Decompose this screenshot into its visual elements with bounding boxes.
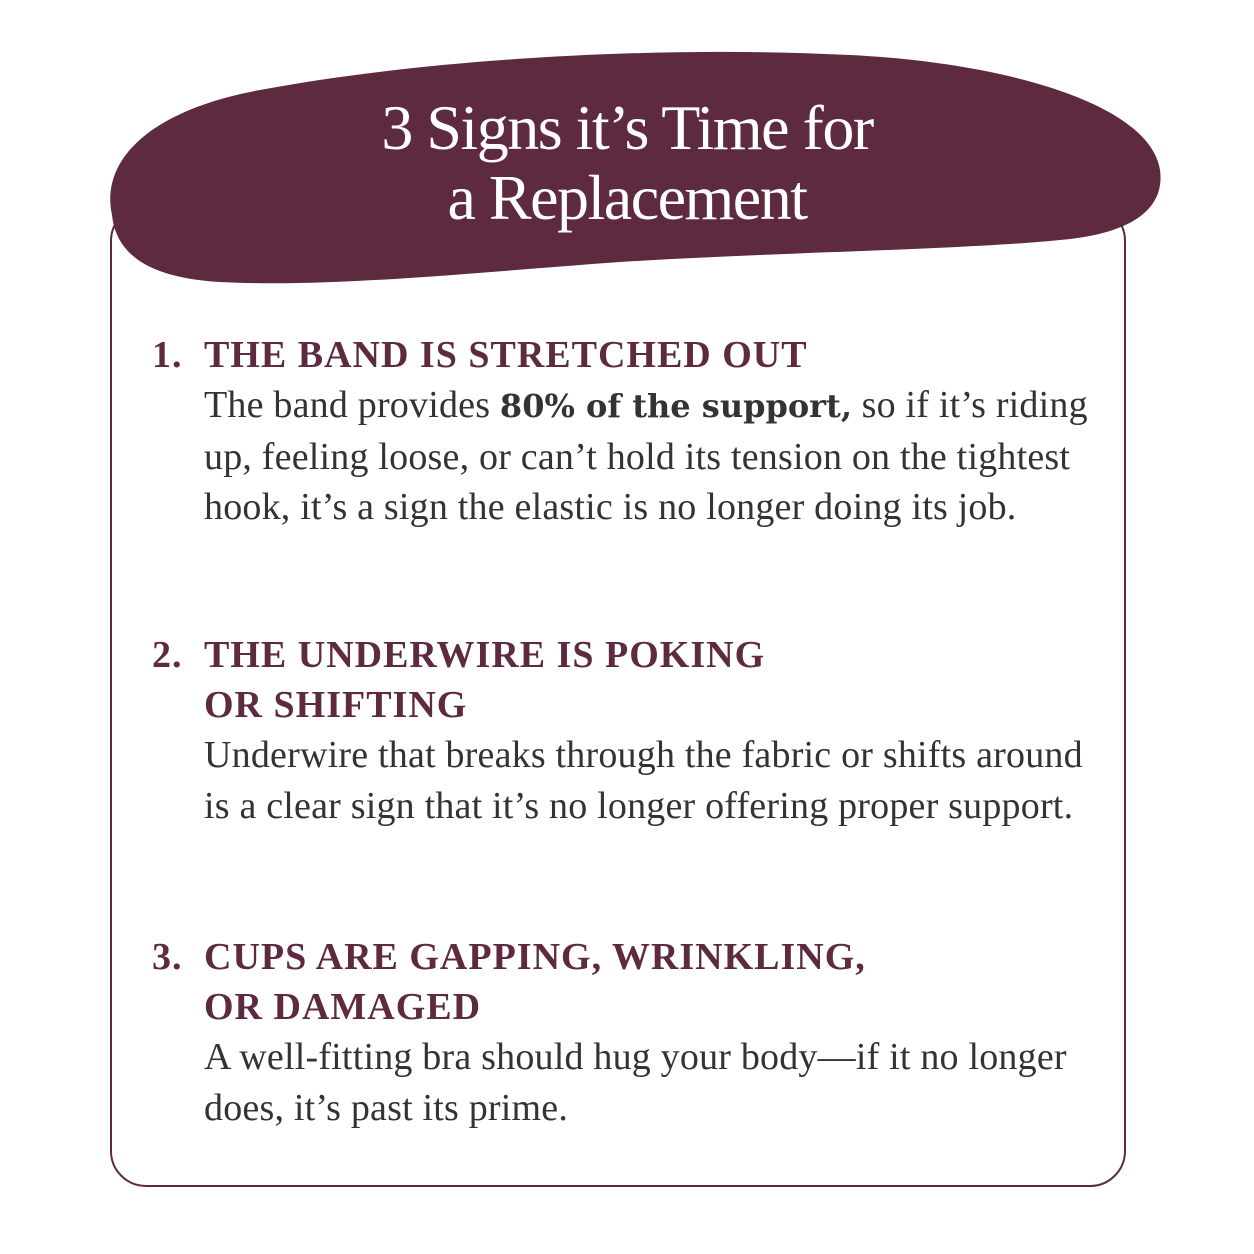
item-title-line: CUPS ARE GAPPING, WRINKLING, [204,936,866,978]
list-item-band: 1. THE BAND IS STRETCHED OUT The band pr… [152,330,1112,533]
header-blob [110,51,1161,284]
item-body: A well-fitting bra should hug your body—… [204,1036,1067,1129]
content-card [110,205,1126,1187]
item-number: 1. [152,334,183,376]
list-item-underwire: 2. THE UNDERWIRE IS POKING OR SHIFTING U… [152,630,1112,831]
list-item-cups: 3. CUPS ARE GAPPING, WRINKLING, OR DAMAG… [152,932,1112,1133]
item-body-emphasis: 80% of the support, [499,387,852,425]
item-heading: 2. THE UNDERWIRE IS POKING OR SHIFTING [152,630,1112,730]
title-line-1: 3 Signs it’s Time for [381,92,874,163]
page-title: 3 Signs it’s Time for a Replacement [0,93,1254,233]
item-title: THE BAND IS STRETCHED OUT [204,330,808,380]
item-heading: 3. CUPS ARE GAPPING, WRINKLING, OR DAMAG… [152,932,1112,1032]
item-number: 3. [152,936,183,978]
item-heading: 1. THE BAND IS STRETCHED OUT [152,330,1112,380]
item-title-line: THE BAND IS STRETCHED OUT [204,334,808,376]
title-line-2: a Replacement [447,162,808,233]
item-body-text-continued: so if it’s riding up, feeling loose, or … [204,384,1088,528]
item-title-line: THE UNDERWIRE IS POKING [204,634,766,676]
item-title-line: OR SHIFTING [204,684,468,726]
item-body: Underwire that breaks through the fabric… [204,734,1083,827]
item-body: The band provides 80% of the support, so… [204,380,1112,533]
item-title: CUPS ARE GAPPING, WRINKLING, OR DAMAGED [204,932,866,1032]
item-title-line: OR DAMAGED [204,986,482,1028]
item-title: THE UNDERWIRE IS POKING OR SHIFTING [204,630,765,730]
item-number: 2. [152,634,183,676]
item-body-text: The band provides [204,384,500,426]
